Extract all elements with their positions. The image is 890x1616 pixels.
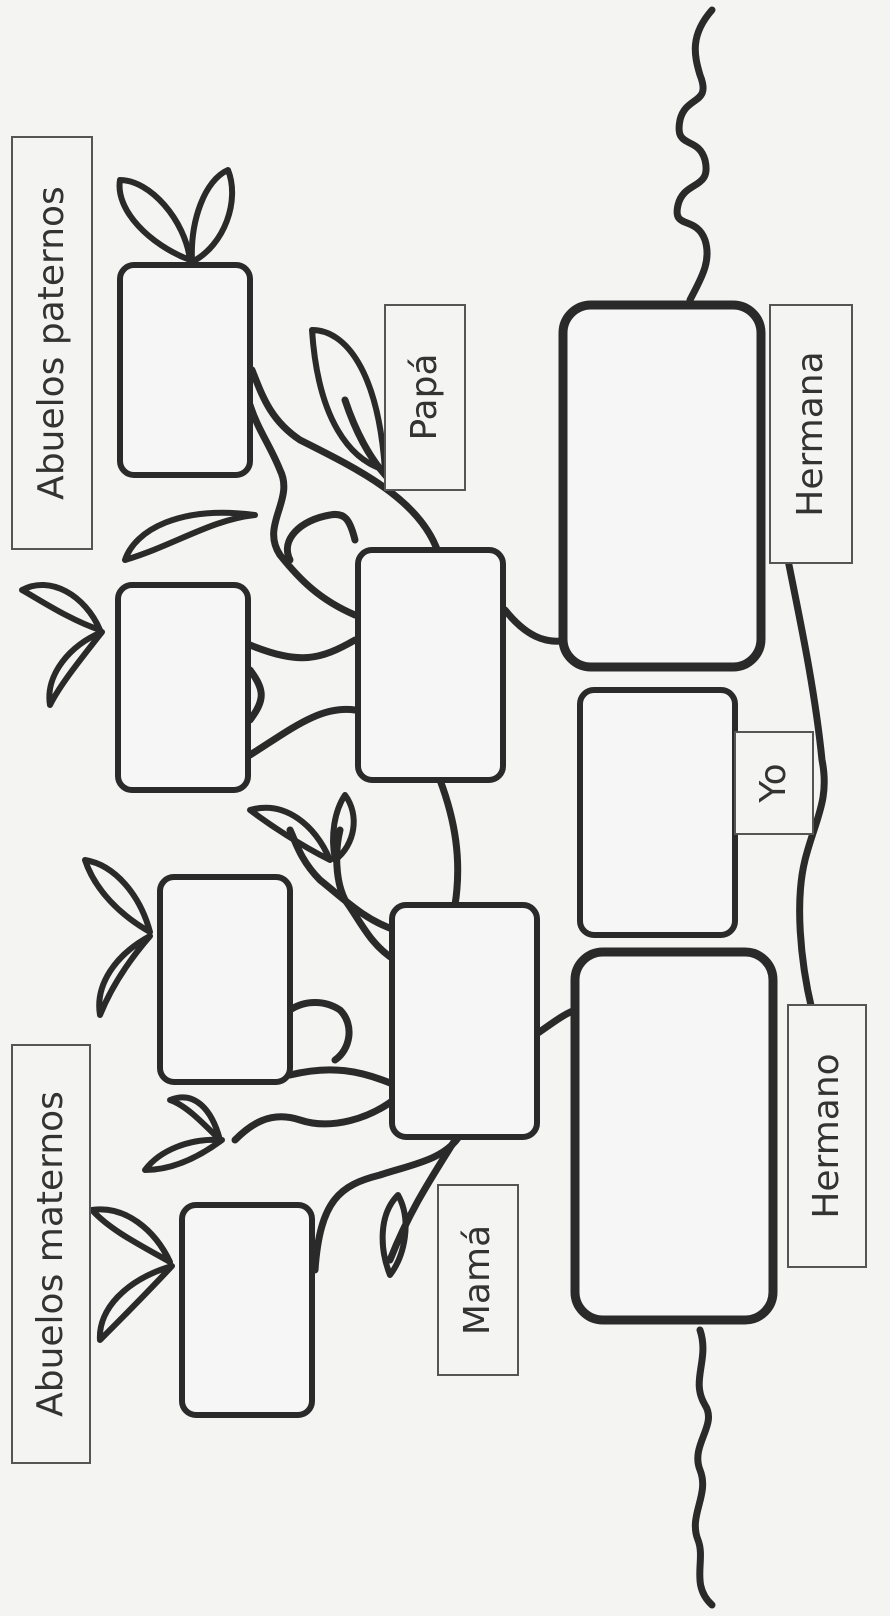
branch-mama-gm1-c [290,1070,395,1085]
label-yo: Yo [753,763,794,803]
root-squiggle-top [677,10,712,300]
box-mama[interactable] [392,905,537,1137]
box-paternal-grandparent-1[interactable] [120,265,250,475]
box-maternal-grandparent-2[interactable] [182,1205,312,1415]
box-hermano[interactable] [575,952,773,1320]
branch-papa-gp2 [250,640,355,658]
label-hermano: Hermano [806,1053,847,1218]
box-paternal-grandparent-2[interactable] [118,585,248,790]
root-squiggle-bottom [695,1330,712,1605]
box-hermana[interactable] [563,305,761,667]
leaf [99,936,150,1015]
label-papa: Papá [404,353,445,440]
box-maternal-grandparent-1[interactable] [160,877,290,1082]
label-abuelos-paternos: Abuelos paternos [31,186,72,500]
label-hermana: Hermana [790,351,831,516]
leaf [100,1266,172,1340]
leaf [170,1097,220,1140]
leaf [145,1140,222,1170]
leaf [120,180,190,260]
leaf [125,513,255,560]
leaf [22,585,100,630]
leaf [383,1195,406,1275]
leaf [85,860,150,932]
branch-gp2-loop [250,670,261,720]
branch-gp-between [287,514,355,560]
branch-papa-mama [440,780,458,905]
label-mama: Mamá [457,1225,498,1335]
branch-gm-between [290,1003,349,1061]
box-yo[interactable] [580,690,735,935]
box-papa[interactable] [358,550,503,780]
leaf [49,632,102,705]
leaf [333,795,354,860]
leaf [192,170,232,262]
branch-mama-gm2-b [235,1095,400,1140]
branch-mama-hermano [535,1010,575,1035]
branch-papa-gp2-b [250,709,355,755]
label-abuelos-maternos: Abuelos maternos [30,1091,71,1417]
leaf [92,1209,170,1262]
